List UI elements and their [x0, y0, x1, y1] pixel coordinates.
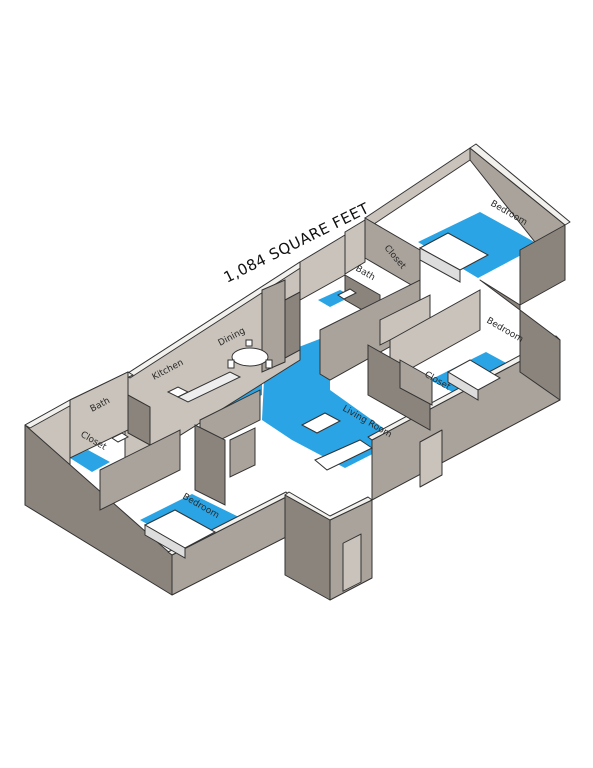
wall-hall-small	[229, 427, 256, 478]
bed-left-side	[144, 524, 186, 559]
wall-upper-right-face	[519, 224, 566, 306]
kitchen-counter	[176, 371, 242, 403]
wall-upper-top	[469, 143, 571, 226]
label-bedroom-right: Bedroom	[485, 316, 525, 345]
wall-hall-pillar	[261, 279, 286, 373]
bath-sink-left	[111, 432, 129, 443]
label-bath-center: Bath	[354, 264, 377, 283]
wall-entry-side	[284, 494, 331, 601]
floor-bedroom-top	[418, 212, 540, 278]
dining-table	[231, 347, 269, 367]
entry-door	[342, 533, 362, 592]
bed-top-side	[419, 247, 461, 283]
interior-walls	[69, 217, 481, 511]
wall-upper-back	[364, 147, 471, 231]
bed-right-side	[447, 371, 479, 401]
wall-right-closet	[399, 359, 433, 406]
furniture	[111, 232, 502, 559]
right-closet-door	[419, 429, 443, 488]
floor-living-dining	[262, 335, 400, 468]
wall-hall-pillar-side	[284, 291, 301, 359]
living-sofa	[314, 439, 374, 471]
floor-closet-left	[70, 450, 110, 472]
wall-right-side	[479, 279, 561, 401]
living-armchair	[300, 412, 342, 434]
bath-sink-center	[337, 288, 357, 300]
wall-left-closet-front	[99, 429, 181, 511]
wall-left-bedroom-partition	[194, 424, 226, 506]
dining-chair	[245, 339, 253, 347]
wall-entry-top	[284, 491, 373, 521]
dining-chair	[265, 359, 273, 369]
dining-chair	[227, 359, 235, 369]
